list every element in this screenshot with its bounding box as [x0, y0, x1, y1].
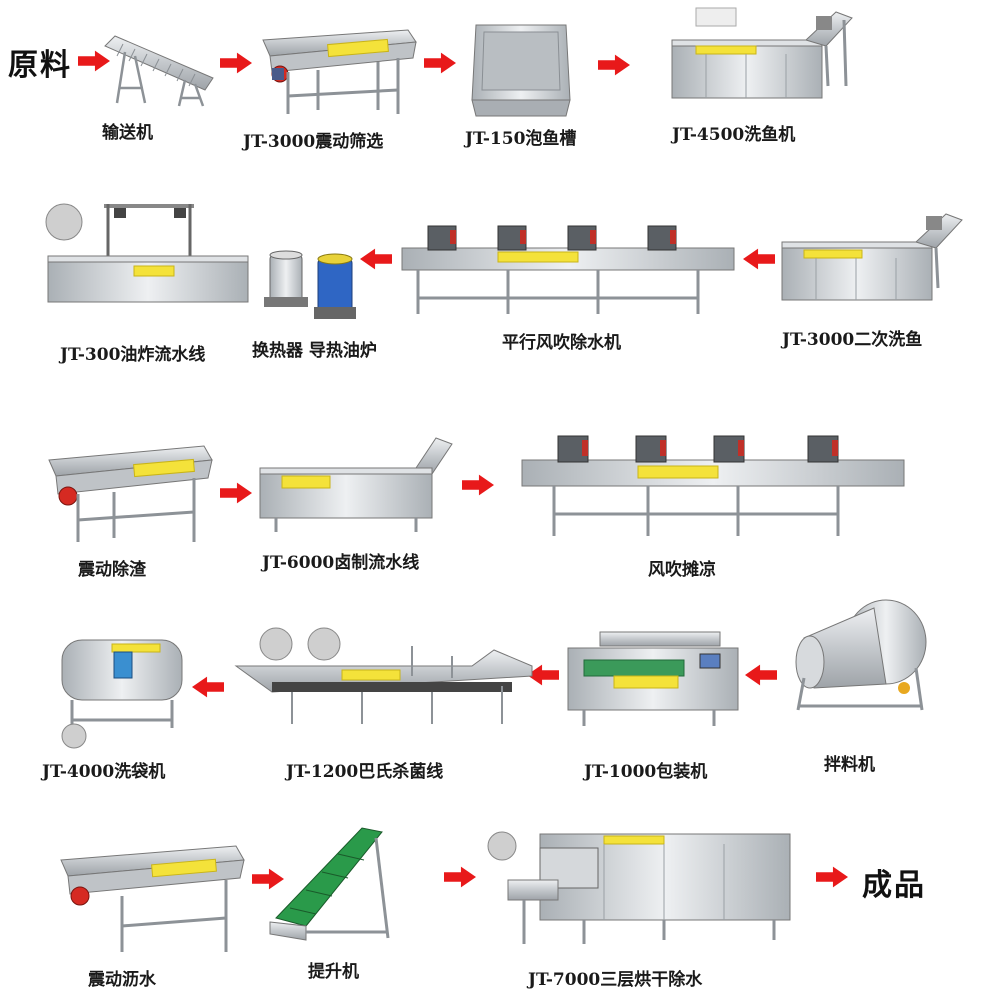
- flow-arrow-icon: [360, 248, 392, 270]
- flow-arrow-icon: [220, 52, 252, 74]
- flow-arrow-icon: [424, 52, 456, 74]
- incline-conveyor-icon: [104, 35, 214, 107]
- step-label: 震动除渣: [78, 560, 146, 580]
- step-label: JT-7000三层烘干除水: [528, 970, 703, 990]
- marinating-line-icon: [259, 437, 453, 532]
- end-label: 成品: [862, 868, 926, 903]
- fish-washer-icon: [781, 213, 963, 301]
- step-label: 震动沥水: [88, 970, 156, 990]
- step-label: 风吹摊凉: [648, 560, 716, 580]
- mixer-drum-icon: [795, 599, 927, 711]
- frying-line-icon: [45, 203, 249, 303]
- flow-arrow-icon: [745, 664, 777, 686]
- air-dryer-icon: [401, 225, 735, 314]
- step-label: JT-3000震动筛选: [243, 132, 384, 152]
- step-label: 输送机: [102, 123, 153, 143]
- step-label: JT-1000包装机: [584, 762, 708, 782]
- pasteurizer-line-icon: [234, 627, 533, 724]
- packaging-machine-icon: [567, 631, 739, 726]
- vibrating-screen-icon: [48, 445, 213, 542]
- vibrating-screen-icon: [262, 29, 417, 114]
- step-label: 平行风吹除水机: [502, 333, 621, 353]
- start-label: 原料: [8, 48, 72, 83]
- flow-arrow-icon: [743, 248, 775, 270]
- step-label: JT-4000洗袋机: [42, 762, 166, 782]
- air-dryer-icon: [521, 435, 905, 536]
- flow-arrow-icon: [462, 474, 494, 496]
- flow-arrow-icon: [220, 482, 252, 504]
- elevator-conveyor-icon: [269, 827, 390, 941]
- step-label: JT-300油炸流水线: [60, 345, 206, 365]
- dryer-oven-icon: [487, 831, 791, 944]
- soaking-tank-icon: [471, 24, 571, 117]
- step-label: JT-6000卤制流水线: [262, 553, 420, 573]
- step-label: 拌料机: [824, 755, 875, 775]
- flow-arrow-icon: [444, 866, 476, 888]
- vibrating-screen-icon: [60, 845, 245, 952]
- step-label: 提升机: [308, 962, 359, 982]
- step-label: JT-1200巴氏杀菌线: [286, 762, 444, 782]
- step-label: JT-150泡鱼槽: [465, 129, 577, 149]
- step-label: JT-4500洗鱼机: [672, 125, 796, 145]
- bag-washer-icon: [61, 639, 183, 749]
- step-label: 换热器 导热油炉: [252, 341, 377, 361]
- flow-arrow-icon: [816, 866, 848, 888]
- fish-washer-icon: [671, 7, 853, 99]
- oil-heater-icon: [264, 250, 356, 319]
- step-label: JT-3000二次洗鱼: [782, 330, 923, 350]
- flow-arrow-icon: [598, 54, 630, 76]
